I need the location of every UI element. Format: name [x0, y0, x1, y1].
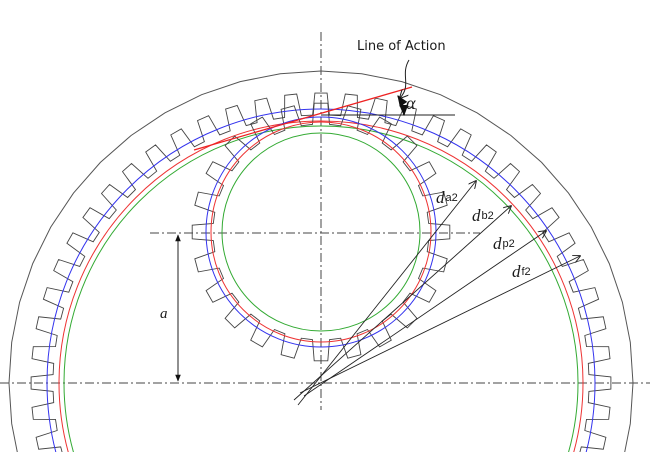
gear-base-circle: [63, 125, 579, 452]
internal-gear: [8, 70, 634, 452]
pinion-base-circle: [221, 132, 421, 332]
diameter-label-f2: df2: [512, 262, 531, 281]
pinion-teeth: [191, 102, 451, 362]
diameter-label-b2: db2: [472, 206, 494, 225]
diameter-label-a2: da2: [436, 188, 458, 207]
diameter-label-subscript: a2: [446, 192, 458, 204]
diameter-label-subscript: p2: [503, 238, 515, 250]
diameter-label-subscript: b2: [482, 210, 494, 222]
diameter-labels: da2 db2 dp2 df2: [436, 188, 531, 281]
diameter-dimensions: [293, 181, 580, 406]
line-of-action-line: [193, 86, 413, 151]
diameter-label-subscript: f2: [522, 266, 531, 278]
pressure-angle-arc: [397, 95, 409, 117]
outer-rim: [8, 70, 634, 452]
diameter-arrow-dp2: [303, 231, 546, 397]
diameter-label-p2: dp2: [493, 234, 515, 253]
centerlines: [0, 32, 650, 410]
pinion-pitch-circle: [210, 121, 432, 343]
line-of-action-label: Line of Action: [357, 39, 446, 54]
diameter-arrow-db2: [293, 206, 511, 401]
diameter-arrow-df2: [299, 256, 580, 394]
gear-pitch-circle: [58, 120, 584, 452]
center-distance-label: a: [160, 306, 168, 322]
gear-tip-circle: [46, 108, 596, 452]
diameter-arrow-da2: [297, 181, 476, 406]
internal-gear-teeth: [30, 92, 612, 452]
line-of-action: [193, 86, 455, 151]
leader-arrow: [400, 59, 410, 98]
pressure-angle-label: α: [406, 93, 416, 113]
pinion-gear: [191, 102, 451, 362]
